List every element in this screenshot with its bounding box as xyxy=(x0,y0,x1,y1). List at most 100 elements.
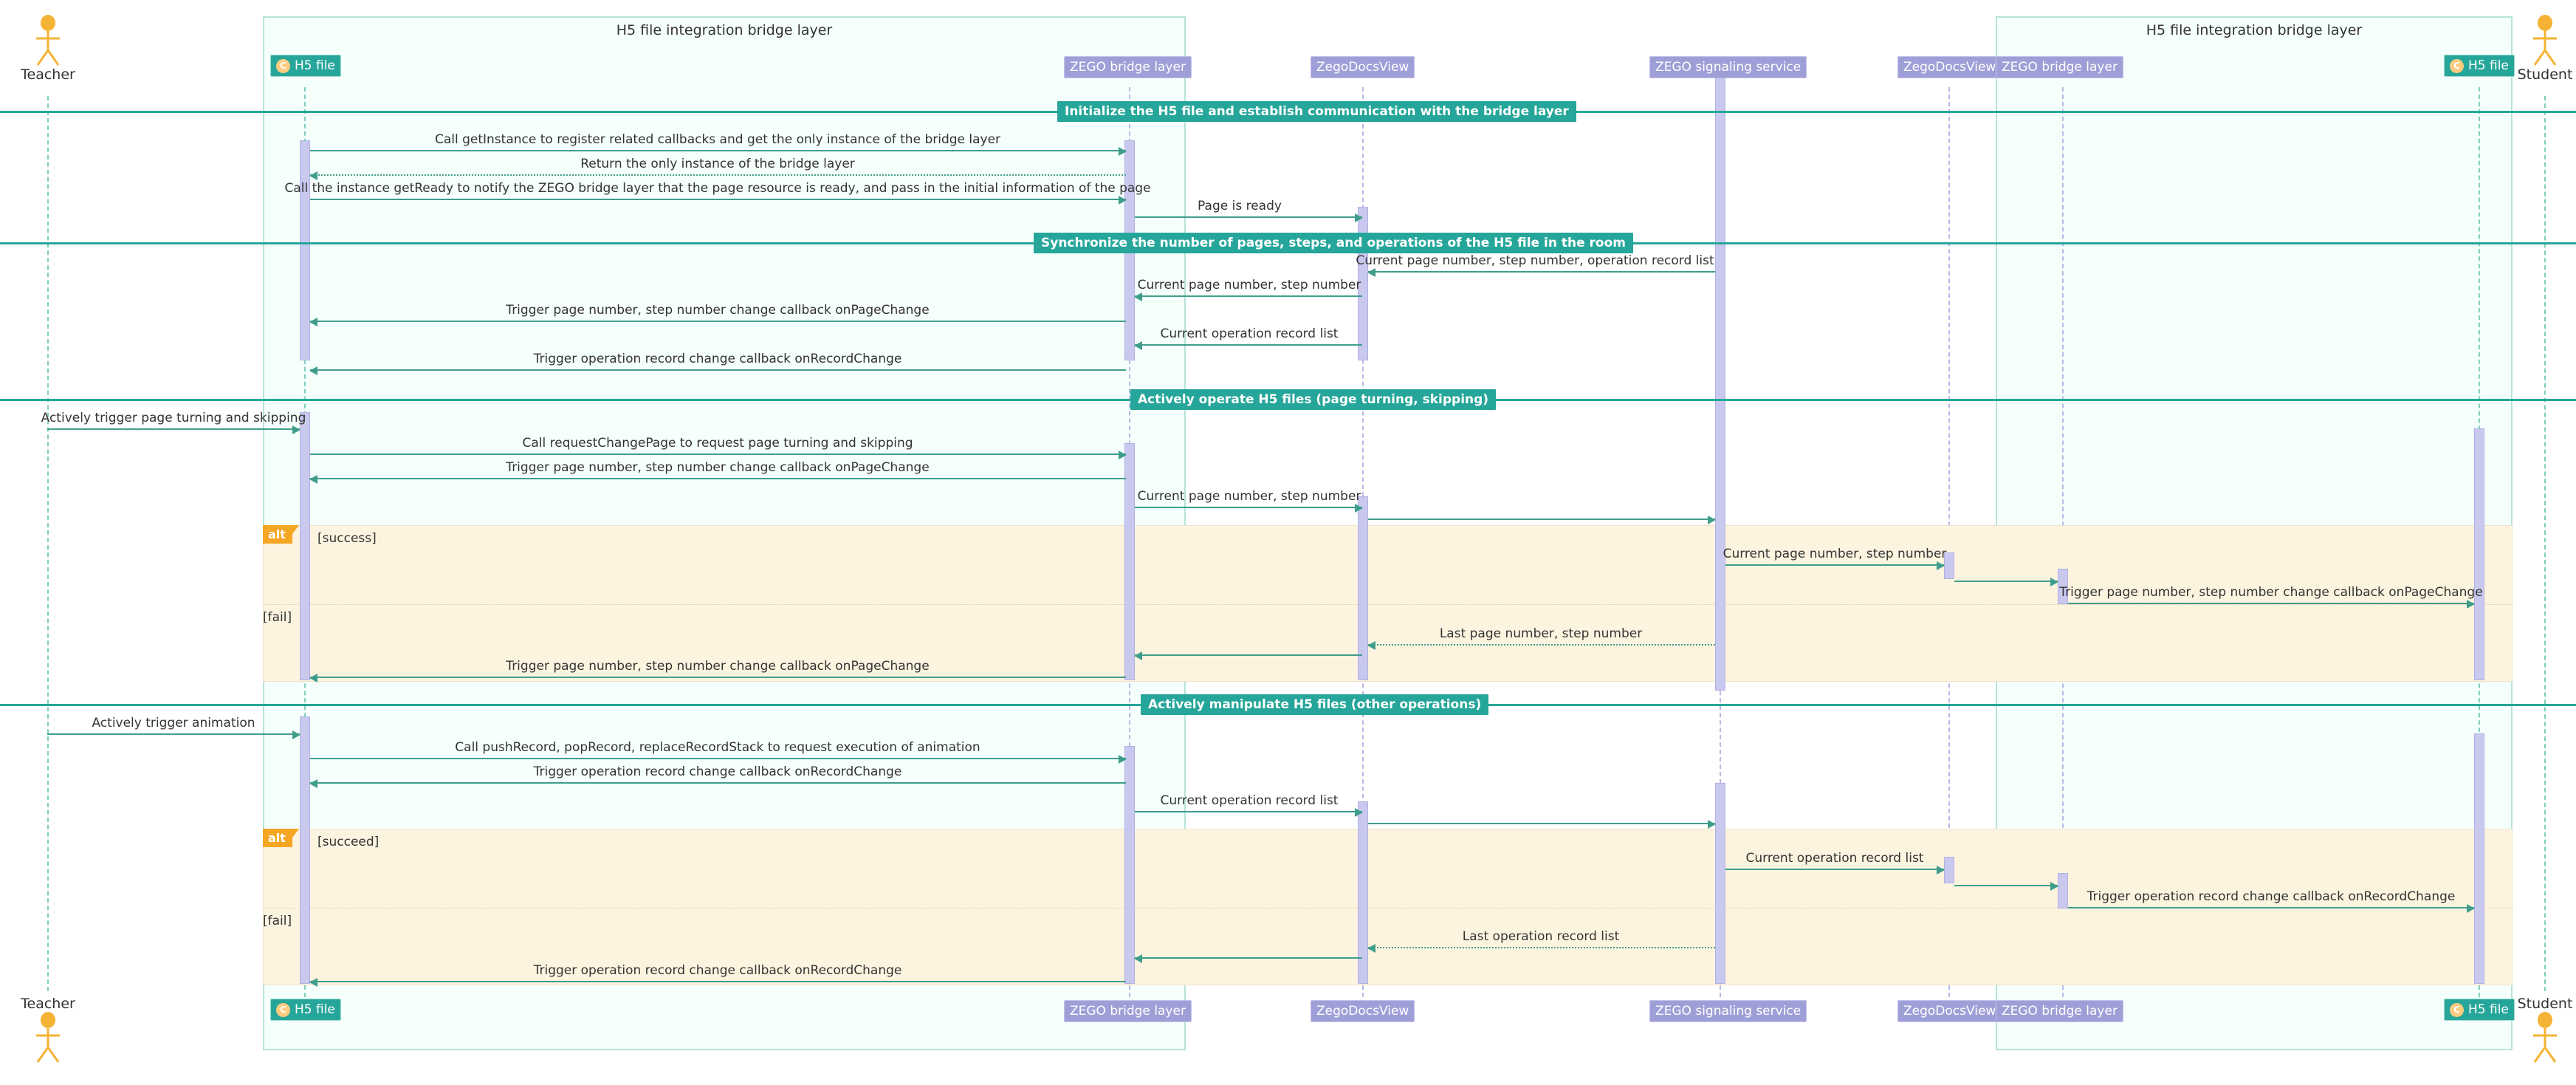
message-label-m22: Call pushRecord, popRecord, replaceRecor… xyxy=(455,740,980,755)
message-label-m29: Last operation record list xyxy=(1462,929,1620,944)
message-arrow-m2 xyxy=(309,171,1126,180)
message-label-m1: Call getInstance to register related cal… xyxy=(434,132,1001,147)
alt-condition-1-success: [success] xyxy=(317,531,377,546)
section-label-2: Synchronize the number of pages, steps, … xyxy=(1034,233,1633,253)
participant-label: H5 file xyxy=(295,1002,335,1017)
class-badge-icon: C xyxy=(2450,1002,2464,1017)
message-arrow-m4 xyxy=(1135,213,1363,222)
arrowhead-left-icon xyxy=(1134,954,1142,963)
arrowhead-right-icon xyxy=(1355,504,1363,513)
arrowhead-right-icon xyxy=(2467,600,2475,609)
arrowhead-right-icon xyxy=(1119,451,1127,459)
alt-condition-1-fail: [fail] xyxy=(263,610,292,625)
message-label-m8: Current operation record list xyxy=(1160,326,1339,341)
message-label-m7: Trigger page number, step number change … xyxy=(506,303,930,318)
message-label-m18: Last page number, step number xyxy=(1439,626,1643,641)
arrowhead-left-icon xyxy=(309,318,317,326)
message-arrow-m21 xyxy=(47,730,300,739)
participant-docsview-right-bottom[interactable]: ZegoDocsView xyxy=(1897,1000,2002,1022)
message-arrow-m23 xyxy=(309,779,1126,788)
message-label-m26: Current operation record list xyxy=(1745,851,1924,866)
activation-signaling-2 xyxy=(1715,783,1725,984)
arrowhead-right-icon xyxy=(1937,866,1945,874)
message-arrow-m24 xyxy=(1135,808,1363,817)
message-arrow-m3 xyxy=(310,196,1127,205)
message-label-m11: Call requestChangePage to request page t… xyxy=(522,436,913,451)
message-arrow-m22 xyxy=(310,755,1127,764)
participant-h5file-right-top[interactable]: C H5 file xyxy=(2444,55,2515,77)
actor-student-top: Student xyxy=(2512,15,2576,83)
actor-student-bottom: Student xyxy=(2512,996,2576,1064)
message-arrow-m18 xyxy=(1367,641,1715,650)
lifeline-student xyxy=(2544,96,2546,991)
arrowhead-left-icon xyxy=(309,978,317,987)
participant-h5file-left-top[interactable]: C H5 file xyxy=(270,55,341,77)
activation-bridge-left-2 xyxy=(1124,443,1135,680)
stick-figure-icon xyxy=(36,1012,60,1063)
message-arrow-m20 xyxy=(309,674,1126,682)
arrowhead-right-icon xyxy=(2050,882,2058,891)
arrowhead-left-icon xyxy=(1134,341,1142,350)
participant-label: ZEGO bridge layer xyxy=(2002,1003,2118,1019)
actor-teacher-top: Teacher xyxy=(15,15,81,83)
arrowhead-right-icon xyxy=(2050,578,2058,586)
message-label-m12: Trigger page number, step number change … xyxy=(506,460,930,475)
message-arrow-m16 xyxy=(1954,578,2058,586)
message-label-m23: Trigger operation record change callback… xyxy=(533,764,902,779)
message-arrow-m31 xyxy=(309,978,1126,987)
activation-h5file-left-3 xyxy=(300,716,310,984)
activation-h5file-right-2 xyxy=(2474,733,2484,984)
alt-condition-2-succeed: [succeed] xyxy=(317,835,379,849)
stick-figure-icon xyxy=(2533,15,2557,66)
participant-label: ZEGO bridge layer xyxy=(1070,59,1186,75)
actor-teacher-bottom: Teacher xyxy=(15,996,81,1064)
stick-figure-icon xyxy=(2533,1012,2557,1063)
alt-tag-1: alt xyxy=(263,525,299,544)
arrowhead-left-icon xyxy=(309,674,317,682)
participant-label: ZegoDocsView xyxy=(1316,1003,1409,1019)
participant-bridge-right-bottom[interactable]: ZEGO bridge layer xyxy=(1996,1000,2123,1022)
arrowhead-right-icon xyxy=(292,425,300,434)
activation-docsview-right-2 xyxy=(1944,857,1954,883)
message-label-m20: Trigger page number, step number change … xyxy=(506,659,930,674)
participant-bridge-right-top[interactable]: ZEGO bridge layer xyxy=(1996,56,2123,78)
message-label-m3: Call the instance getReady to notify the… xyxy=(284,181,1151,196)
participant-bridge-left-bottom[interactable]: ZEGO bridge layer xyxy=(1064,1000,1192,1022)
participant-signaling-top[interactable]: ZEGO signaling service xyxy=(1649,56,1807,78)
arrowhead-left-icon xyxy=(309,779,317,788)
message-arrow-m13 xyxy=(1135,504,1363,513)
activation-bridge-right-2 xyxy=(2058,873,2068,908)
activation-docsview-left-2 xyxy=(1358,496,1368,680)
group-label-left: H5 file integration bridge layer xyxy=(616,22,833,38)
activation-h5file-left-1 xyxy=(300,140,310,360)
section-label-4: Actively manipulate H5 files (other oper… xyxy=(1141,694,1489,715)
message-label-m21: Actively trigger animation xyxy=(92,716,255,730)
message-arrow-m6 xyxy=(1134,292,1362,301)
participant-label: ZegoDocsView xyxy=(1316,59,1409,75)
message-arrow-m9 xyxy=(309,366,1126,375)
arrowhead-left-icon xyxy=(1367,944,1375,953)
participant-label: ZEGO bridge layer xyxy=(2002,59,2118,75)
participant-label: H5 file xyxy=(2468,58,2509,73)
message-arrow-m8 xyxy=(1134,341,1362,350)
participant-docsview-left-bottom[interactable]: ZegoDocsView xyxy=(1311,1000,1415,1022)
activation-bridge-left-3 xyxy=(1124,746,1135,984)
participant-bridge-left-top[interactable]: ZEGO bridge layer xyxy=(1064,56,1192,78)
participant-signaling-bottom[interactable]: ZEGO signaling service xyxy=(1649,1000,1807,1022)
participant-h5file-right-bottom[interactable]: C H5 file xyxy=(2444,999,2515,1021)
arrowhead-right-icon xyxy=(1119,147,1127,156)
section-label-1: Initialize the H5 file and establish com… xyxy=(1057,101,1576,122)
message-arrow-m30 xyxy=(1134,954,1362,963)
arrowhead-right-icon xyxy=(1708,820,1716,829)
activation-h5file-left-2 xyxy=(300,412,310,680)
alt-tag-2: alt xyxy=(263,829,299,847)
message-arrow-m29 xyxy=(1367,944,1715,953)
participant-docsview-left-top[interactable]: ZegoDocsView xyxy=(1311,56,1415,78)
participant-docsview-right-top[interactable]: ZegoDocsView xyxy=(1897,56,2002,78)
activation-signaling-1 xyxy=(1715,78,1725,691)
message-arrow-m25 xyxy=(1368,820,1716,829)
arrowhead-left-icon xyxy=(309,475,317,484)
message-arrow-m1 xyxy=(310,147,1127,156)
message-label-m4: Page is ready xyxy=(1198,199,1282,213)
participant-h5file-left-bottom[interactable]: C H5 file xyxy=(270,999,341,1021)
